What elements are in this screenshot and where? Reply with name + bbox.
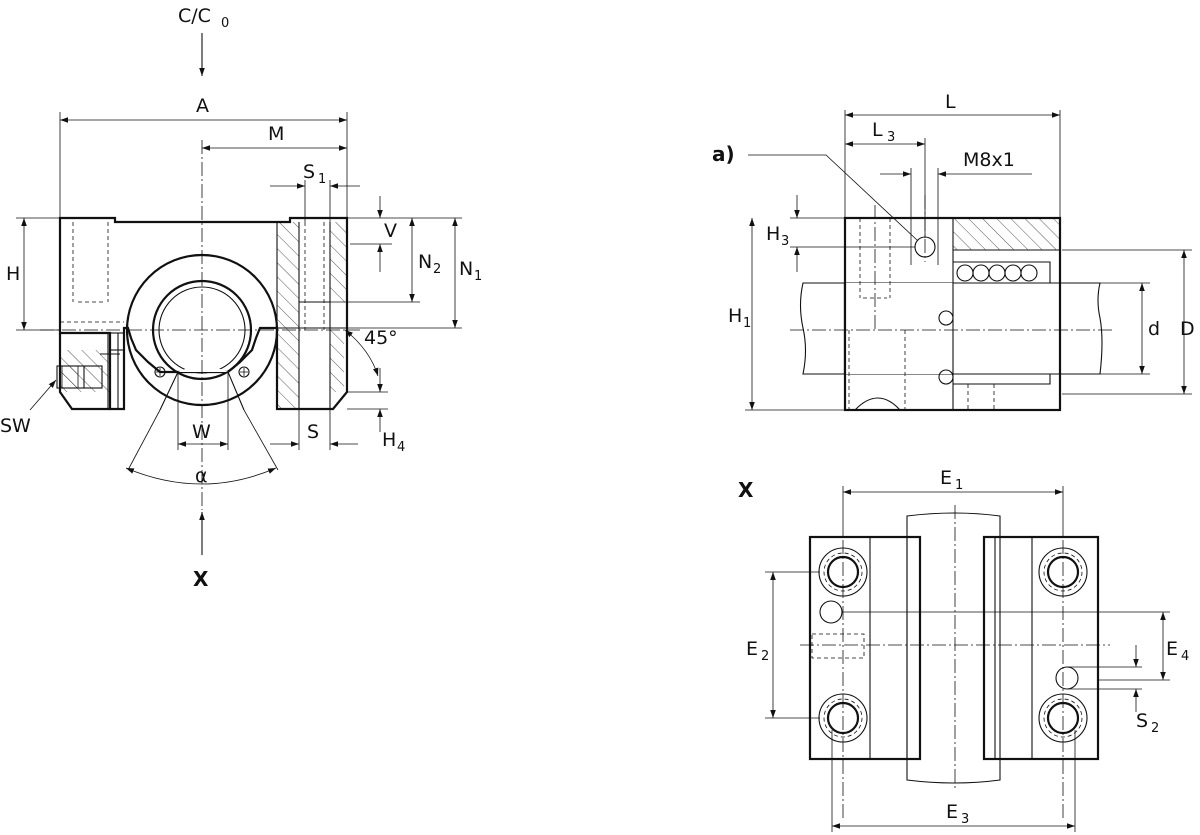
set-screw <box>56 333 120 409</box>
dim-E2: E 2 <box>746 571 820 719</box>
dim-S1-label: S <box>303 161 315 183</box>
dim-SW: SW <box>0 379 57 437</box>
dim-N1: N 1 <box>347 218 482 329</box>
view-X-arrow: X <box>193 512 209 591</box>
dim-D-label: D <box>1180 318 1195 340</box>
dim-45-label: 45° <box>364 327 398 349</box>
dim-L-label: L <box>945 91 956 113</box>
dim-L: L <box>844 91 1061 218</box>
dim-E1: E 1 <box>842 467 1064 537</box>
dim-E2-sub: 2 <box>761 649 769 664</box>
dim-L3-label: L <box>872 119 883 141</box>
housing-body <box>58 216 349 411</box>
front-view: C/C 0 <box>0 5 482 591</box>
dim-E1-sub: 1 <box>955 478 963 493</box>
dim-E4-label: E <box>1166 638 1178 660</box>
dim-E3-label: E <box>946 801 958 823</box>
dim-H1-sub: 1 <box>743 316 751 331</box>
dim-L3-sub: 3 <box>887 130 895 145</box>
dim-H3: H 3 <box>766 195 915 272</box>
dim-d: d <box>1100 282 1160 375</box>
dim-H: H <box>6 217 60 331</box>
dim-E4-sub: 4 <box>1181 649 1189 664</box>
dim-E4: E 4 <box>842 611 1189 681</box>
dim-H3-sub: 3 <box>781 234 789 249</box>
hidden-holes <box>60 222 325 330</box>
dim-H3-label: H <box>766 223 780 245</box>
dim-alpha-label: α <box>195 465 208 487</box>
bottom-view: X E 1 <box>738 467 1189 832</box>
dim-d-label: d <box>1148 318 1160 340</box>
dim-H1: H 1 <box>728 218 845 411</box>
dim-H1-label: H <box>728 305 742 327</box>
dim-M-label: M <box>268 123 284 145</box>
dim-S2-label: S <box>1136 710 1148 732</box>
dim-H4-sub: 4 <box>397 440 405 455</box>
dim-D: D <box>1062 249 1195 395</box>
callout-a: a) <box>712 142 918 241</box>
dim-SW-label: SW <box>0 415 31 437</box>
dim-S2: S 2 <box>1067 645 1159 736</box>
load-arrow: C/C 0 <box>178 5 229 76</box>
dim-H4: H 4 <box>347 368 405 455</box>
load-label-sub: 0 <box>221 16 229 31</box>
side-view: L L 3 M8x1 a) H 3 <box>712 91 1195 412</box>
dim-S1-sub: 1 <box>318 172 326 187</box>
dim-V: V <box>350 196 397 272</box>
screw-left-icon <box>154 366 166 378</box>
dim-N1-sub: 1 <box>474 269 482 284</box>
dim-S: S <box>270 409 358 450</box>
view-X-label: X <box>738 478 754 502</box>
dim-S2-sub: 2 <box>1151 721 1159 736</box>
dim-W: W <box>177 372 229 450</box>
dim-alpha: α <box>125 465 277 487</box>
dim-S1: S 1 <box>270 161 360 222</box>
dim-E3-sub: 3 <box>961 812 969 827</box>
dim-E2-label: E <box>746 638 758 660</box>
dim-H4-label: H <box>382 429 396 451</box>
dim-S-label: S <box>307 421 319 443</box>
dim-E3: E 3 <box>831 730 1076 832</box>
dim-N1-label: N <box>459 258 473 280</box>
screw-right-icon <box>238 366 250 378</box>
balls <box>956 264 1038 282</box>
dim-E1-label: E <box>940 467 952 489</box>
dim-V-label: V <box>384 220 397 242</box>
view-X-arrow-label: X <box>193 567 209 591</box>
dim-N2-sub: 2 <box>433 262 441 277</box>
dim-W-label: W <box>192 421 211 443</box>
dim-45: 45° <box>344 327 398 377</box>
dim-A-label: A <box>196 95 209 117</box>
dim-N2: N 2 <box>330 217 462 303</box>
callout-a-label: a) <box>712 142 735 166</box>
dim-M: M <box>202 123 347 151</box>
dim-N2-label: N <box>418 251 432 273</box>
load-label: C/C <box>178 5 211 27</box>
dim-M8x1: M8x1 <box>880 149 1032 265</box>
dim-L3: L 3 <box>845 119 926 238</box>
dim-A: A <box>59 95 348 218</box>
dim-M8x1-label: M8x1 <box>963 149 1015 171</box>
dim-H-label: H <box>6 263 20 285</box>
